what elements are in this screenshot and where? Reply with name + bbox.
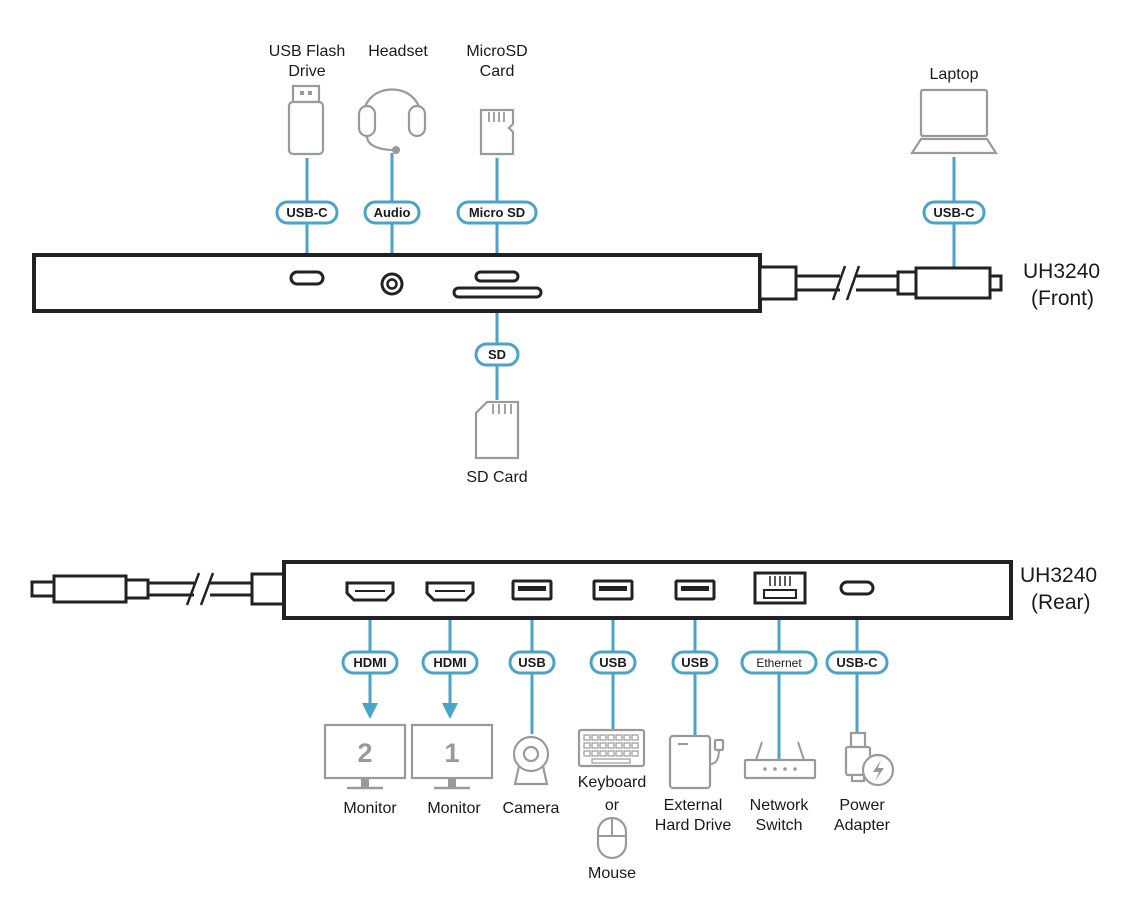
badge-front-audio	[363, 200, 421, 225]
network-switch-icon	[743, 741, 817, 780]
rear-view: HDMI HDMI USB USB USB Ethernet USB-C 2 1	[30, 560, 1097, 882]
front-microsd-slot	[474, 270, 520, 283]
rear-hdmi-port-2	[425, 581, 475, 602]
badge-front-micro-sd-text: Micro SD	[469, 205, 525, 220]
badge-rear-usb-3-text: USB	[681, 655, 708, 670]
badge-rear-usb-c	[825, 650, 889, 675]
monitor-2-icon: 2	[323, 723, 407, 790]
monitor-1-icon: 1	[410, 723, 494, 790]
rear-host-cable	[30, 572, 286, 606]
label-network-switch-line1: Network	[750, 797, 810, 814]
badge-rear-usb-2	[589, 650, 637, 675]
keyboard-keys	[583, 734, 639, 764]
label-microsd-card-line2: Card	[480, 63, 515, 80]
front-audio-jack	[380, 272, 404, 296]
rear-usb-port-2	[592, 579, 634, 601]
front-view-label: (Front)	[1031, 287, 1094, 310]
rear-usb-port-3	[674, 579, 716, 601]
label-usb-flash-drive-line1: USB Flash	[269, 43, 345, 60]
external-hard-drive-icon	[668, 734, 725, 790]
rear-model-name: UH3240	[1020, 564, 1097, 587]
label-external-hard-drive-line1: External	[664, 797, 723, 814]
label-monitor-1: Monitor	[427, 800, 481, 817]
front-port-badges: USB-C Audio Micro SD SD USB-C	[275, 200, 986, 367]
label-keyboard: Keyboard	[578, 774, 647, 791]
badge-rear-hdmi-1	[341, 650, 399, 675]
badge-front-sd-text: SD	[488, 347, 506, 362]
rear-view-label: (Rear)	[1031, 591, 1091, 614]
label-external-hard-drive-line2: Hard Drive	[655, 817, 732, 834]
label-monitor-2: Monitor	[343, 800, 397, 817]
badge-rear-hdmi-1-text: HDMI	[353, 655, 386, 670]
badge-front-usb-c-text: USB-C	[286, 205, 328, 220]
front-model-name: UH3240	[1023, 260, 1100, 283]
label-power-adapter-line1: Power	[839, 797, 885, 814]
label-sd-card: SD Card	[466, 469, 527, 486]
label-mouse: Mouse	[588, 865, 636, 882]
label-laptop: Laptop	[930, 66, 979, 83]
label-headset: Headset	[368, 43, 428, 60]
monitor-2-number: 2	[357, 738, 372, 768]
label-camera: Camera	[503, 800, 560, 817]
power-adapter-icon	[844, 731, 895, 787]
label-usb-flash-drive-line2: Drive	[288, 63, 325, 80]
label-microsd-card-line1: MicroSD	[466, 43, 527, 60]
keyboard-icon	[577, 728, 646, 768]
badge-rear-usb-2-text: USB	[599, 655, 626, 670]
arrow-to-monitor-2	[362, 703, 378, 719]
badge-front-host-usb-c	[922, 200, 986, 225]
rear-hdmi-port-1	[345, 581, 395, 602]
badge-rear-hdmi-2-text: HDMI	[433, 655, 466, 670]
badge-front-audio-text: Audio	[374, 205, 411, 220]
laptop-icon	[909, 88, 999, 155]
badge-rear-usb-1-text: USB	[518, 655, 545, 670]
microsd-card-icon	[479, 108, 515, 156]
label-power-adapter-line2: Adapter	[834, 817, 891, 834]
arrow-to-monitor-1	[442, 703, 458, 719]
rear-ethernet-port	[753, 571, 807, 605]
front-sd-slot	[452, 286, 543, 299]
rear-usb-c-port	[839, 580, 875, 596]
badge-rear-ethernet	[740, 650, 818, 675]
front-usb-c-port	[289, 270, 325, 286]
rear-port-badges: HDMI HDMI USB USB USB Ethernet USB-C	[341, 650, 889, 675]
badge-front-sd	[474, 342, 520, 367]
badge-rear-usb-3	[671, 650, 719, 675]
front-view: USB-C Audio Micro SD SD USB-C	[32, 43, 1100, 486]
badge-rear-usb-c-text: USB-C	[836, 655, 878, 670]
camera-icon	[512, 735, 550, 786]
badge-rear-ethernet-text: Ethernet	[756, 656, 802, 670]
rear-hub-body	[282, 560, 1013, 620]
lightning-icon	[873, 760, 884, 781]
sd-card-icon	[474, 400, 520, 460]
front-host-cable	[758, 265, 1003, 301]
badge-rear-usb-1	[508, 650, 556, 675]
badge-front-host-usb-c-text: USB-C	[933, 205, 975, 220]
badge-front-usb-c	[275, 200, 339, 225]
label-or: or	[605, 797, 620, 814]
usb-flash-drive-icon	[287, 84, 325, 156]
label-network-switch-line2: Switch	[755, 817, 802, 834]
mouse-icon	[596, 816, 628, 860]
badge-rear-hdmi-2	[421, 650, 479, 675]
headset-icon	[357, 88, 427, 154]
monitor-1-number: 1	[444, 738, 459, 768]
rear-usb-port-1	[511, 579, 553, 601]
badge-front-micro-sd	[456, 200, 538, 225]
